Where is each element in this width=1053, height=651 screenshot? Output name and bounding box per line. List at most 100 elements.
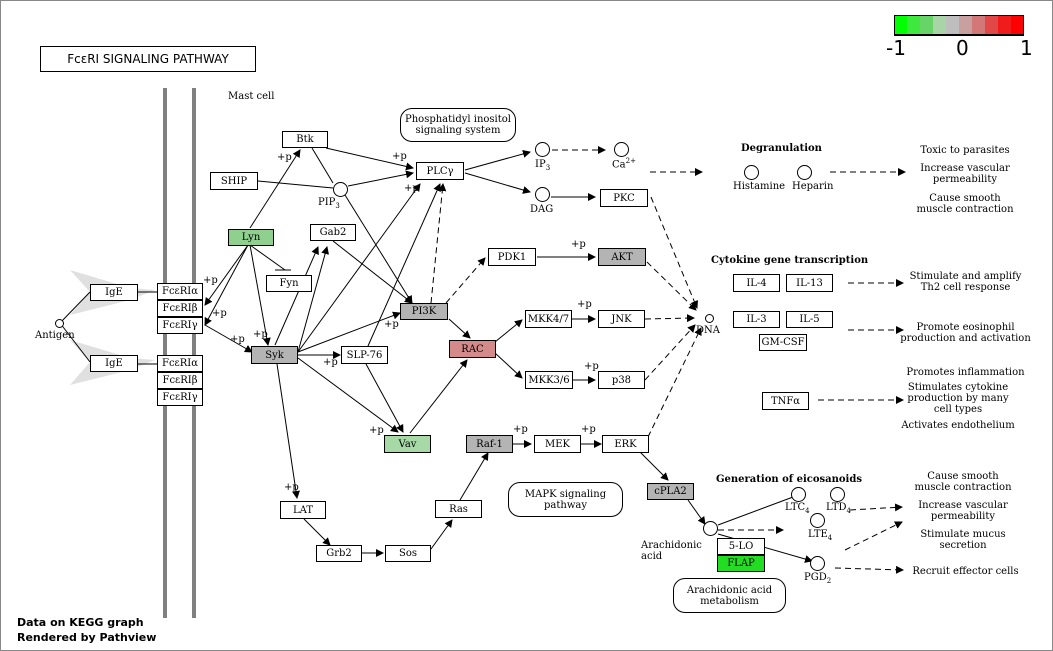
- node-fceri-alpha-1[interactable]: FcεRIα: [157, 283, 203, 300]
- node-ras[interactable]: Ras: [435, 500, 482, 518]
- pgd2-label: PGD2: [804, 572, 832, 585]
- node-sos[interactable]: Sos: [385, 545, 431, 562]
- node-akt[interactable]: AKT: [598, 248, 646, 266]
- node-ige-2[interactable]: IgE: [90, 355, 138, 372]
- cell-label: Mast cell: [228, 91, 275, 102]
- compound-pgd2[interactable]: [810, 556, 825, 571]
- membrane-line-inner: [192, 88, 196, 618]
- node-ship[interactable]: SHIP: [210, 172, 258, 190]
- node-btk[interactable]: Btk: [282, 131, 328, 148]
- pathway-title: FcεRI SIGNALING PATHWAY: [40, 46, 256, 72]
- node-vav[interactable]: Vav: [384, 435, 431, 453]
- node-mek[interactable]: MEK: [534, 435, 581, 453]
- node-lyn[interactable]: Lyn: [228, 229, 274, 246]
- phospho-label: +p: [369, 425, 384, 436]
- phospho-label: +p: [404, 183, 419, 194]
- node-syk[interactable]: Syk: [251, 346, 298, 364]
- node-pkc[interactable]: PKC: [600, 189, 648, 207]
- compound-pip3[interactable]: [333, 182, 348, 197]
- node-fceri-gamma-1[interactable]: FcεRIγ: [157, 317, 203, 334]
- compound-ltd4[interactable]: [830, 487, 845, 502]
- histamine-label: Histamine: [733, 181, 786, 192]
- legend-swatch: [907, 15, 920, 35]
- legend-swatch: [946, 15, 959, 35]
- phospho-label: +p: [581, 424, 596, 435]
- compound-arachidonic-acid[interactable]: [703, 521, 718, 536]
- node-il4[interactable]: IL-4: [733, 274, 780, 292]
- heading-cytokine: Cytokine gene transcription: [711, 255, 869, 266]
- legend-tick-pos: 1: [1020, 36, 1033, 60]
- legend-swatch: [894, 15, 907, 35]
- compound-dag[interactable]: [535, 187, 550, 202]
- compound-ltc4[interactable]: [791, 487, 806, 502]
- node-erk[interactable]: ERK: [602, 435, 649, 453]
- node-mkk36[interactable]: MKK3/6: [525, 371, 573, 389]
- node-tnfa[interactable]: TNFα: [762, 392, 809, 410]
- node-pdk1[interactable]: PDK1: [488, 248, 536, 266]
- compound-ca[interactable]: [614, 142, 629, 157]
- node-il13[interactable]: IL-13: [786, 274, 833, 292]
- compound-dna[interactable]: [705, 314, 714, 323]
- phospho-label: +p: [253, 329, 268, 340]
- heading-eicosanoids: Generation of eicosanoids: [716, 474, 862, 485]
- aa-line1: Arachidonic: [641, 540, 702, 551]
- phospho-label: +p: [230, 334, 245, 345]
- node-cpla2[interactable]: cPLA2: [647, 483, 694, 500]
- node-rac[interactable]: RAC: [449, 340, 496, 358]
- node-5lo[interactable]: 5-LO: [717, 538, 765, 555]
- legend-tick-zero: 0: [956, 36, 969, 60]
- compound-lte4[interactable]: [810, 513, 825, 528]
- effect-endothelium: Activates endothelium: [901, 420, 1015, 431]
- compound-heparin[interactable]: [797, 165, 812, 180]
- node-jnk[interactable]: JNK: [598, 310, 645, 328]
- node-ige-1[interactable]: IgE: [90, 284, 138, 301]
- node-grb2[interactable]: Grb2: [316, 545, 362, 562]
- ca-label: Ca2+: [612, 157, 636, 171]
- phospho-label: +p: [392, 151, 407, 162]
- compound-antigen[interactable]: [55, 319, 64, 328]
- ip3-label: IP3: [535, 159, 551, 172]
- node-gab2[interactable]: Gab2: [310, 224, 356, 241]
- phospho-label: +p: [323, 357, 338, 368]
- compound-ip3[interactable]: [535, 142, 550, 157]
- legend-tick-neg: -1: [886, 36, 906, 60]
- node-flap[interactable]: FLAP: [717, 555, 765, 572]
- node-p38[interactable]: p38: [598, 371, 645, 389]
- node-fceri-beta-1[interactable]: FcεRIβ: [157, 300, 203, 317]
- node-mkk47[interactable]: MKK4/7: [525, 310, 572, 328]
- membrane-line-outer: [163, 88, 167, 618]
- legend-swatch: [998, 15, 1011, 35]
- node-fceri-alpha-2[interactable]: FcεRIα: [157, 355, 203, 372]
- heading-degranulation: Degranulation: [741, 143, 822, 154]
- node-fceri-beta-2[interactable]: FcεRIβ: [157, 372, 203, 389]
- legend-frame: [894, 15, 1024, 35]
- compound-histamine[interactable]: [744, 165, 759, 180]
- dag-label: DAG: [530, 204, 554, 215]
- node-raf1[interactable]: Raf-1: [466, 435, 513, 453]
- node-slp76[interactable]: SLP-76: [341, 346, 388, 364]
- effect-recruit: Recruit effector cells: [912, 566, 1019, 577]
- phospho-label: +p: [284, 482, 299, 493]
- heparin-label: Heparin: [792, 181, 834, 192]
- node-lat[interactable]: LAT: [280, 501, 326, 519]
- node-plcg[interactable]: PLCγ: [416, 162, 464, 180]
- node-il3[interactable]: IL-3: [733, 311, 780, 328]
- node-pi3k[interactable]: PI3K: [400, 303, 448, 320]
- node-fceri-gamma-2[interactable]: FcεRIγ: [157, 389, 203, 406]
- node-gmcsf[interactable]: GM-CSF: [759, 334, 807, 351]
- legend-axis: [894, 35, 1024, 36]
- phospho-label: +p: [384, 319, 399, 330]
- node-fyn[interactable]: Fyn: [266, 275, 312, 292]
- node-il5[interactable]: IL-5: [786, 311, 833, 328]
